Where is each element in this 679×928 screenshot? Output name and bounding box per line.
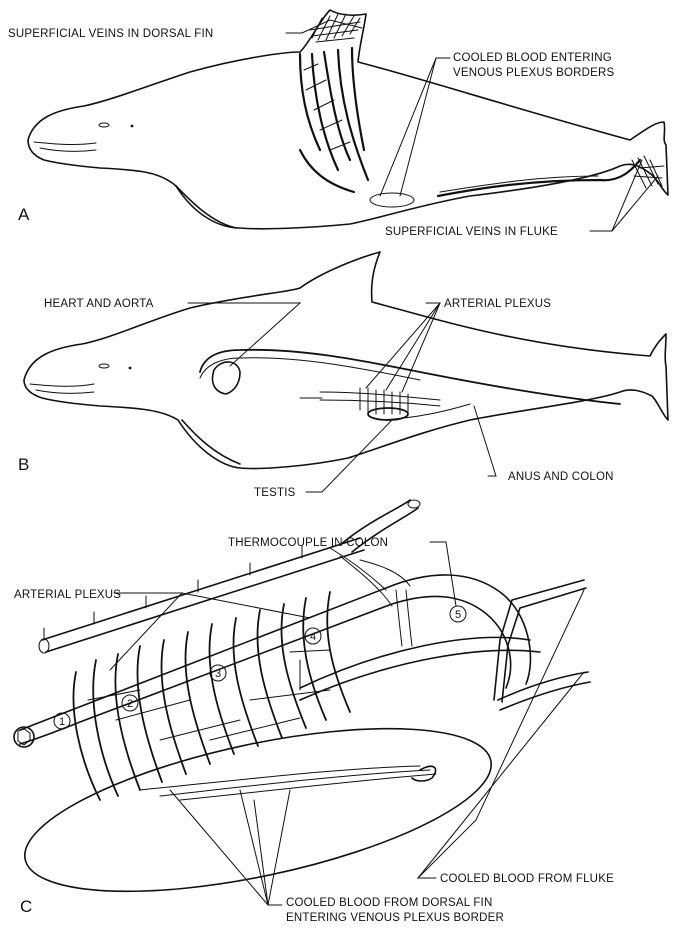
marker-2: 2: [127, 698, 133, 710]
marker-5: 5: [455, 609, 461, 621]
venous-plexus-ellipse-a: [370, 193, 414, 207]
venous-plexus-ellipse-c: [11, 696, 504, 924]
panel-c: 1 2 3 4 5 THERMOCOUPLE IN COLON ARTERIAL…: [11, 500, 614, 924]
flipper-a: [176, 186, 236, 228]
marker-1: 1: [59, 716, 65, 728]
marker-4: 4: [310, 631, 316, 643]
panel-label-c: C: [20, 897, 32, 916]
label-heart-and-aorta: HEART AND AORTA: [44, 298, 154, 310]
label-superficial-veins-fluke: SUPERFICIAL VEINS IN FLUKE: [385, 226, 558, 238]
eye-b: [99, 364, 109, 368]
label-testis: TESTIS: [254, 487, 296, 499]
flipper-b: [182, 420, 240, 464]
dorsal-fin-vein-c: [412, 766, 436, 781]
colon: [380, 404, 470, 420]
label-superficial-veins-dorsal-fin: SUPERFICIAL VEINS IN DORSAL FIN: [8, 28, 213, 40]
colon-opening: [14, 727, 34, 747]
heart: [213, 362, 241, 394]
marker-3: 3: [215, 668, 221, 680]
label-arterial-plexus-c: ARTERIAL PLEXUS: [14, 589, 121, 601]
tail-venous-plexus: [438, 160, 640, 196]
arterial-plexus-b: [320, 388, 440, 414]
label-cooled-blood-from-fluke: COOLED BLOOD FROM FLUKE: [440, 873, 614, 885]
panel-label-b: B: [18, 455, 29, 474]
panel-b: HEART AND AORTA ARTERIAL PLEXUS TESTIS A…: [18, 252, 668, 499]
label-thermocouple-in-colon: THERMOCOUPLE IN COLON: [228, 537, 388, 549]
panel-a: SUPERFICIAL VEINS IN DORSAL FIN COOLED B…: [8, 10, 668, 238]
dolphin-body-outline-b: [24, 252, 668, 469]
dorsal-fin-veins: [300, 14, 368, 192]
label-anus-and-colon: ANUS AND COLON: [508, 471, 614, 483]
eye-a: [99, 123, 109, 127]
label-cooled-blood-dorsal-1: COOLED BLOOD FROM DORSAL FIN: [286, 897, 492, 909]
label-cooled-blood-dorsal-2: ENTERING VENOUS PLEXUS BORDER: [286, 912, 504, 924]
label-arterial-plexus-b: ARTERIAL PLEXUS: [444, 298, 551, 310]
label-cooled-blood-entering-1: COOLED BLOOD ENTERING: [453, 52, 612, 64]
label-cooled-blood-entering-2: VENOUS PLEXUS BORDERS: [453, 67, 615, 79]
panel-label-a: A: [18, 205, 30, 224]
